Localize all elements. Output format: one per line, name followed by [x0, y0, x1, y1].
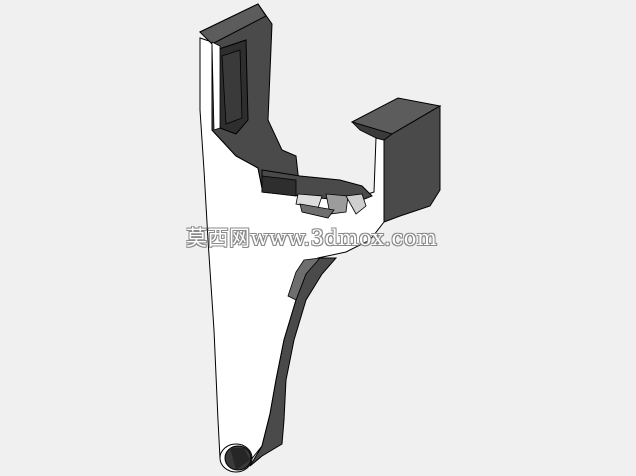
stem-side-face [249, 257, 338, 467]
pivot-hole [219, 443, 253, 473]
site-watermark: 莫西网www.3dmox.com [186, 226, 438, 250]
left-prong [199, 3, 301, 193]
right-block [350, 97, 442, 223]
fork-channel [261, 169, 373, 219]
